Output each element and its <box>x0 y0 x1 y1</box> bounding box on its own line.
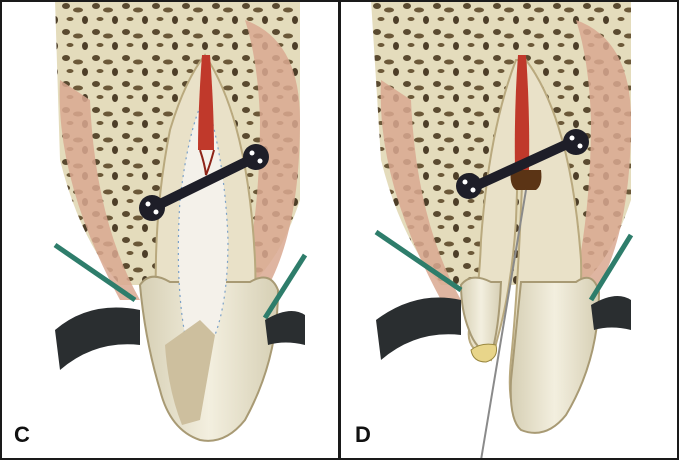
splint-node-right <box>243 144 269 170</box>
crown-segment-left <box>461 278 501 355</box>
pulp-tissue <box>515 55 529 170</box>
panel-d-illustration <box>341 0 679 460</box>
frame-border-left <box>0 0 2 460</box>
panel-divider <box>338 0 341 460</box>
panel-label-c: C <box>14 422 30 448</box>
panel-d: D <box>341 0 679 460</box>
crown-segment-right <box>511 278 599 433</box>
splint-node-left <box>139 195 165 221</box>
panel-c-illustration <box>0 0 338 460</box>
clamp-left <box>55 308 140 371</box>
clamp-left <box>376 298 461 361</box>
splint-node-left <box>456 173 482 199</box>
panel-label-d: D <box>355 422 371 448</box>
panel-c: C <box>0 0 338 460</box>
splint-node-right <box>563 129 589 155</box>
frame-border-top <box>0 0 679 2</box>
